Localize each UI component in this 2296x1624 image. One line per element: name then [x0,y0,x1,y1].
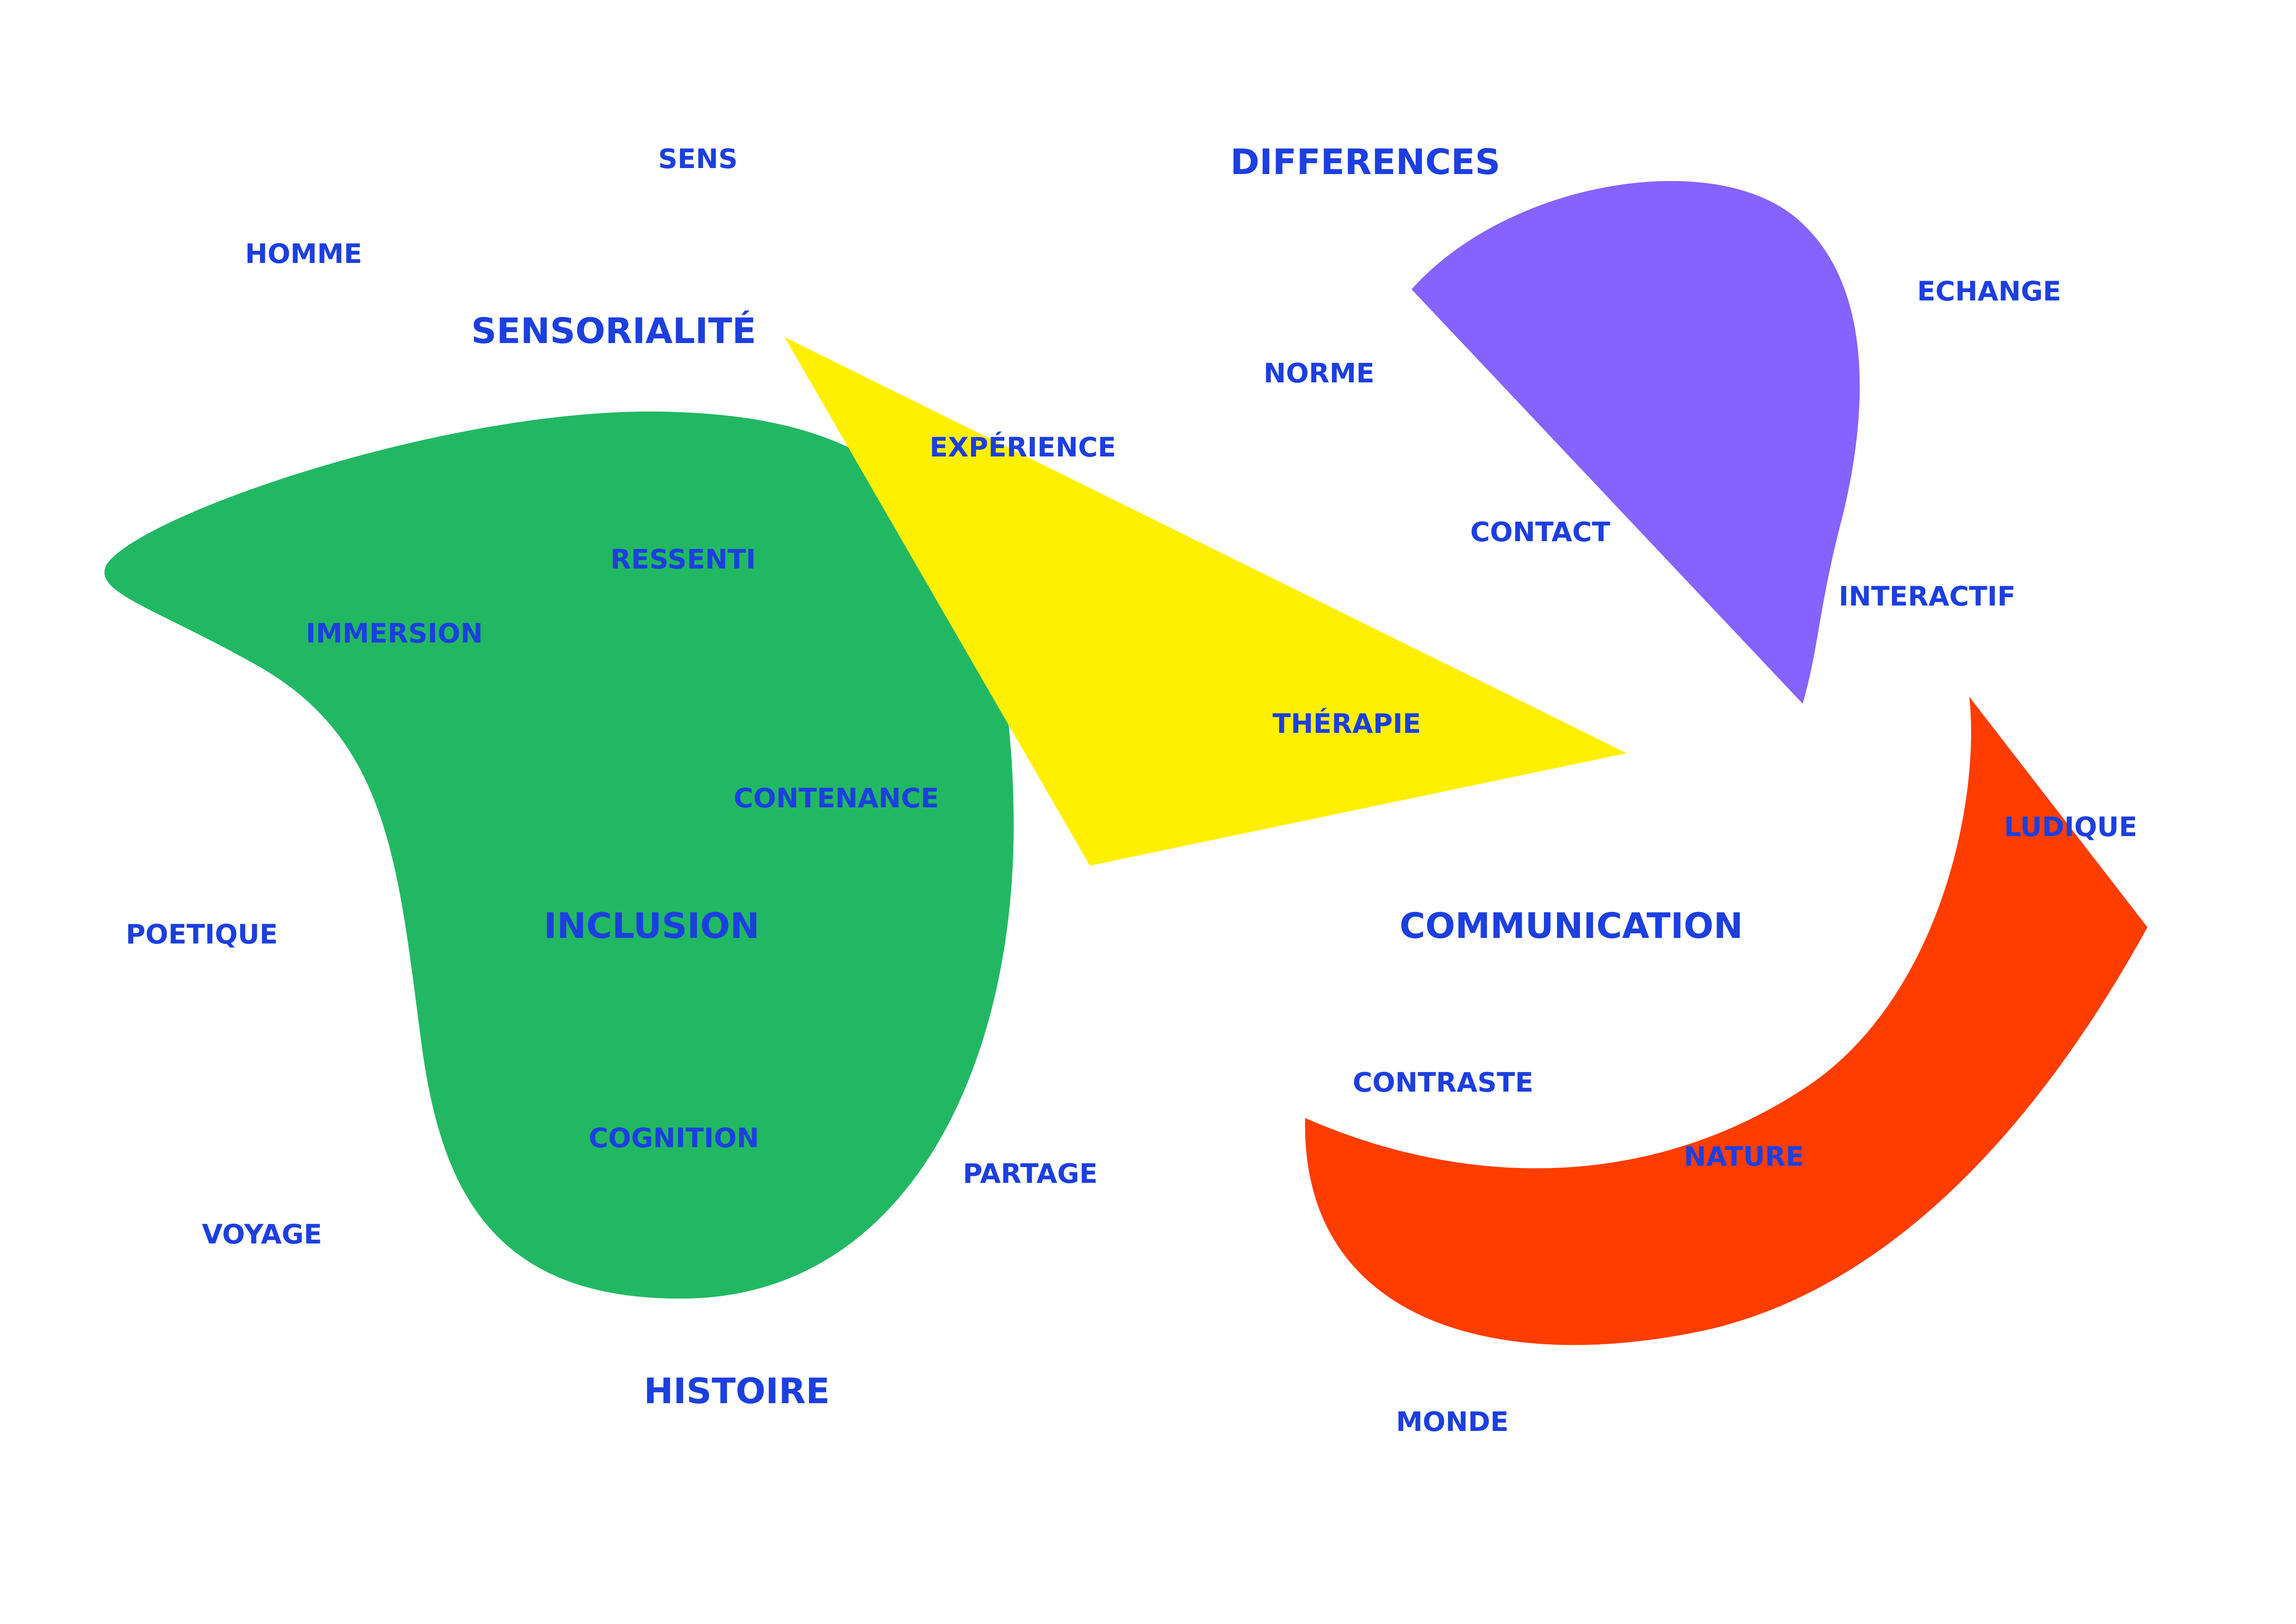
green-blob-shape [104,411,1014,1299]
word-monde: MONDE [1396,1406,1508,1437]
word-nature: NATURE [1684,1141,1804,1172]
word-contenance: CONTENANCE [734,782,939,814]
word-voyage: VOYAGE [202,1218,322,1250]
word-echange: ECHANGE [1917,275,2061,307]
word-partage: PARTAGE [963,1158,1097,1189]
word-experience: EXPÉRIENCE [929,431,1116,463]
word-sensorialite: SENSORIALITÉ [471,310,756,351]
word-communication: COMMUNICATION [1400,905,1743,946]
word-contraste: CONTRASTE [1353,1067,1533,1098]
word-inclusion: INCLUSION [544,905,759,946]
purple-drop-shape [1412,181,1860,704]
word-homme: HOMME [245,238,362,269]
word-ressenti: RESSENTI [610,543,756,575]
word-immersion: IMMERSION [306,618,483,649]
word-norme: NORME [1263,357,1375,389]
word-therapie: THÉRAPIE [1273,707,1421,739]
word-cognition: COGNITION [589,1122,759,1154]
word-poetique: POETIQUE [126,918,278,950]
word-histoire: HISTOIRE [644,1370,830,1412]
yellow-triangle-shape [784,337,1627,866]
word-contact: CONTACT [1470,516,1611,548]
word-ludique: LUDIQUE [2004,811,2137,843]
word-differences: DIFFERENCES [1230,141,1500,182]
word-sens: SENS [658,143,738,175]
word-interactif: INTERACTIF [1839,581,2016,612]
red-curved-band-shape [1305,697,2147,1345]
